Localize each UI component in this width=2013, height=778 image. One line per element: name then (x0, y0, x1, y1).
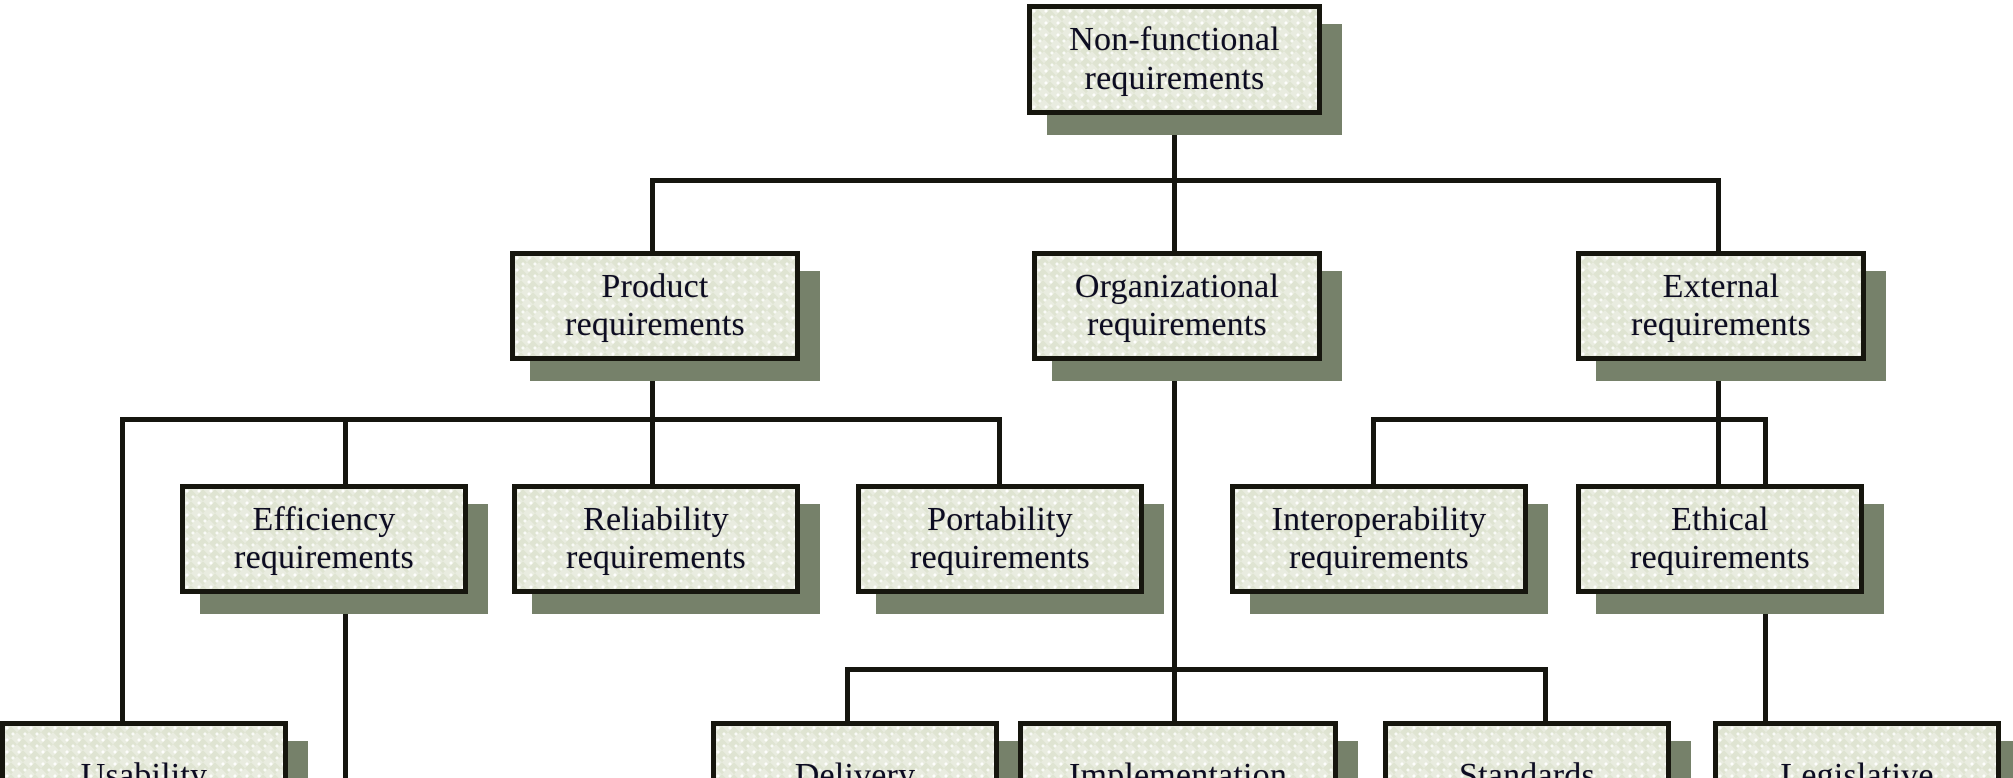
node-delivery[interactable]: Delivery (711, 721, 999, 778)
edge-to-efficiency (343, 417, 348, 484)
node-efficiency-requirements[interactable]: Efficiency requirements (180, 484, 468, 594)
node-label: Implementation (1068, 756, 1288, 778)
edge-efficiency-descender (343, 600, 348, 778)
node-non-functional-requirements[interactable]: Non-functional requirements (1027, 4, 1322, 115)
node-interoperability-requirements[interactable]: Interoperability requirements (1230, 484, 1528, 594)
edge-to-reliability (650, 417, 655, 484)
node-organizational-requirements[interactable]: Organizational requirements (1032, 251, 1322, 361)
edge-to-portability (997, 417, 1002, 484)
edge-to-interoperability (1371, 417, 1376, 484)
node-product-requirements[interactable]: Product requirements (510, 251, 800, 361)
edge-to-external (1716, 178, 1721, 251)
edge-to-usability (120, 417, 125, 721)
node-implementation[interactable]: Implementation (1018, 721, 1338, 778)
edge-organizational-trunk (1172, 360, 1177, 758)
edge-to-delivery (845, 667, 850, 721)
node-label: External requirements (1631, 267, 1811, 343)
node-label: Organizational requirements (1074, 267, 1280, 343)
node-label: Reliability requirements (566, 500, 746, 576)
node-label: Product requirements (565, 267, 745, 343)
edge-level1-bus (650, 178, 1720, 183)
node-legislative[interactable]: Legislative (1713, 721, 2001, 778)
edge-product-trunk (650, 360, 655, 420)
edge-to-standards (1543, 667, 1548, 721)
edge-organizational-bus (845, 667, 1545, 672)
node-label: Legislative (1780, 756, 1934, 778)
node-label: Portability requirements (910, 500, 1090, 576)
node-ethical-requirements[interactable]: Ethical requirements (1576, 484, 1864, 594)
edge-to-organizational (1172, 178, 1177, 251)
node-label: Delivery (794, 756, 916, 778)
edge-to-ethical (1716, 417, 1721, 484)
node-standards[interactable]: Standards (1383, 721, 1671, 778)
node-label: Non-functional requirements (1069, 21, 1280, 97)
edge-product-bus (120, 417, 1000, 422)
edge-to-product (650, 178, 655, 251)
edge-external-trunk (1716, 360, 1721, 420)
node-usability[interactable]: Usability (0, 721, 288, 778)
node-label: Usability (80, 756, 208, 778)
node-portability-requirements[interactable]: Portability requirements (856, 484, 1144, 594)
node-external-requirements[interactable]: External requirements (1576, 251, 1866, 361)
edge-external-bus (1371, 417, 1768, 422)
node-reliability-requirements[interactable]: Reliability requirements (512, 484, 800, 594)
node-label: Standards (1459, 756, 1595, 778)
node-label: Efficiency requirements (234, 500, 414, 576)
node-label: Interoperability requirements (1271, 500, 1487, 576)
edge-root-trunk (1172, 113, 1177, 181)
node-label: Ethical requirements (1630, 500, 1810, 576)
